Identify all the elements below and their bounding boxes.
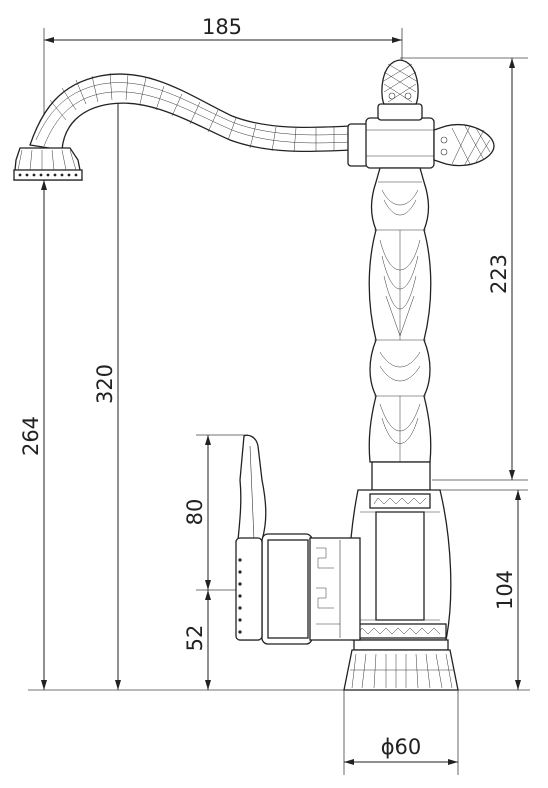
dim-base-diameter: ϕ60 [381,735,422,759]
dim-handle-height: 80 [183,499,207,526]
base [343,639,459,691]
cartridge-housing [261,533,361,645]
top-hub [365,103,435,169]
main-body [347,461,452,641]
dim-body-height: 104 [493,570,517,610]
lever-handle [235,434,267,641]
ornate-column [368,167,432,463]
side-finial [433,123,495,167]
dim-spindle-height: 223 [487,254,511,294]
dim-spout-outlet-height: 264 [19,416,43,456]
dim-spout-reach: 185 [202,15,242,39]
dim-handle-offset: 52 [183,625,207,652]
dim-total-height: 320 [93,364,117,404]
faucet-body [13,59,495,691]
dimension-lines [28,28,530,775]
spout-coupling [347,123,369,167]
top-finial [381,59,419,105]
spout [13,72,351,181]
